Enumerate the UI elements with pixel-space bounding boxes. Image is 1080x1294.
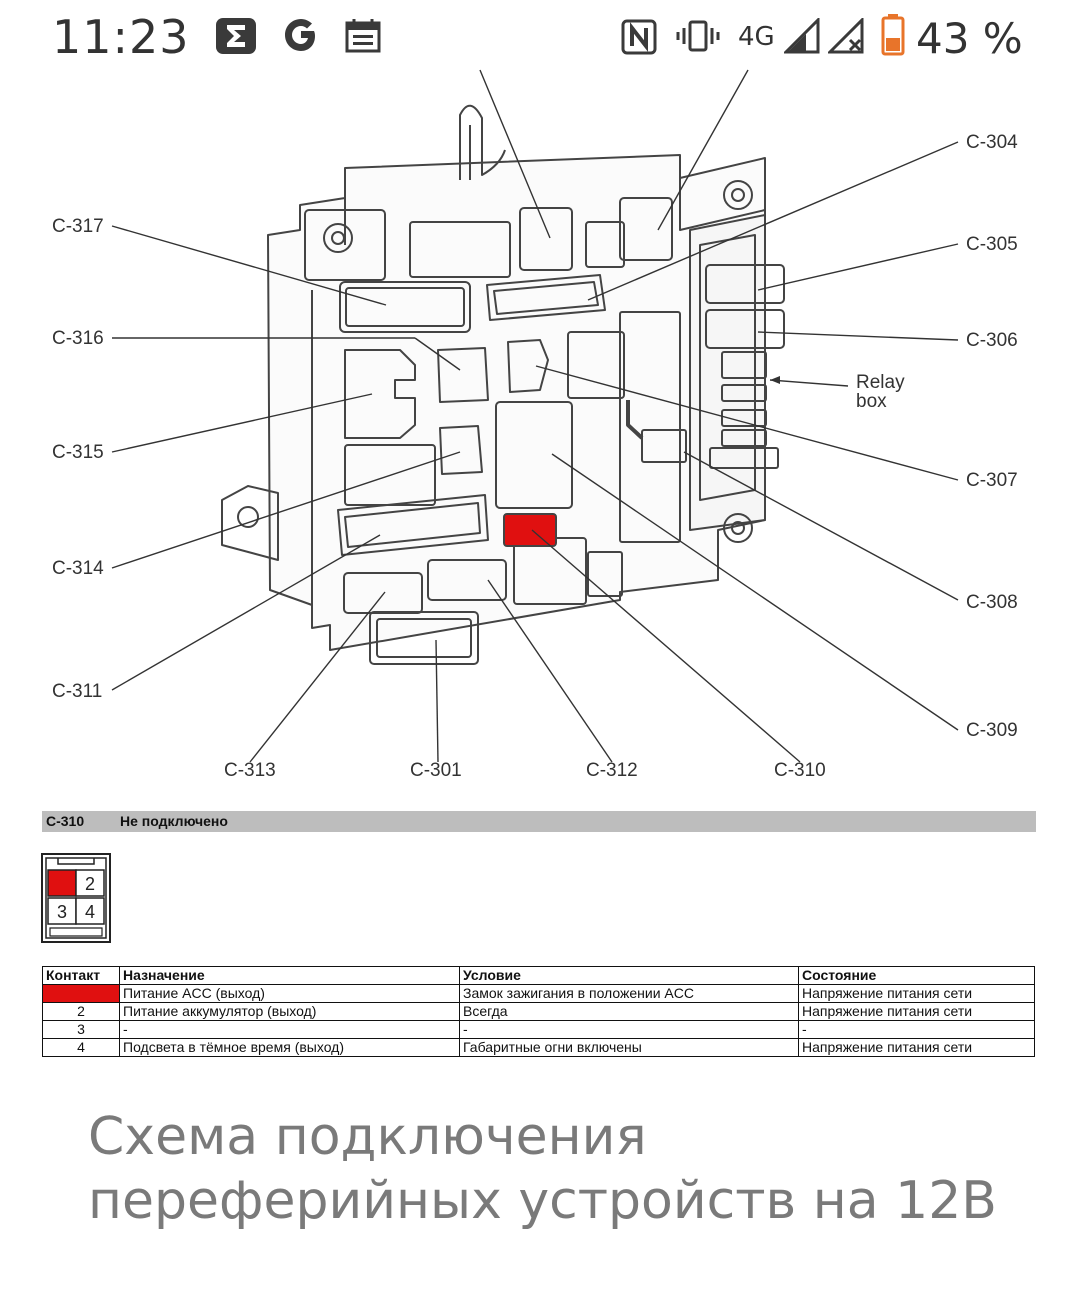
- image-caption: Схема подключения переферийных устройств…: [88, 1107, 997, 1231]
- label-relay-box-2: box: [856, 391, 887, 412]
- pin-3: 3: [57, 902, 67, 922]
- row-state: Напряжение питания сети: [798, 1002, 1035, 1021]
- label-c307: C-307: [966, 470, 1018, 491]
- row-pin: 3: [42, 1020, 120, 1039]
- row-purpose: Подсвета в тёмное время (выход): [119, 1038, 460, 1057]
- header-pin: Контакт: [42, 966, 120, 985]
- label-c312: C-312: [586, 760, 638, 781]
- label-c305: C-305: [966, 234, 1018, 255]
- row-condition: Всегда: [459, 1002, 799, 1021]
- connector-code: C-310: [46, 813, 85, 829]
- table-row: 3 - - -: [42, 1020, 1035, 1039]
- label-c314: C-314: [52, 558, 104, 579]
- fuse-box-diagram: C-317 C-316 C-315 C-314 C-311 C-304 C-30…: [52, 69, 1018, 781]
- label-relay-box-1: Relay: [856, 372, 905, 393]
- pin-2: 2: [85, 874, 95, 894]
- network-type: 4G: [738, 22, 775, 52]
- header-condition: Условие: [459, 966, 799, 985]
- connector-pinout: 1 2 3 4: [41, 853, 111, 943]
- label-c309: C-309: [966, 720, 1018, 741]
- nfc-icon: [621, 19, 657, 55]
- row-purpose: Питание аккумулятор (выход): [119, 1002, 460, 1021]
- row-state: Напряжение питания сети: [798, 984, 1035, 1003]
- connector-status: Не подключено: [120, 813, 228, 829]
- google-icon: [285, 19, 315, 51]
- table-row: 2 Питание аккумулятор (выход) Всегда Нап…: [42, 1002, 1035, 1021]
- label-c313: C-313: [224, 760, 276, 781]
- row-pin: 4: [42, 1038, 120, 1057]
- signal-no-data-icon: [828, 18, 864, 54]
- status-bar: 11:23 4G 43 %: [0, 0, 1080, 72]
- label-c301: C-301: [410, 760, 462, 781]
- label-c311: C-311: [52, 681, 102, 702]
- label-c315: C-315: [52, 442, 104, 463]
- clock: 11:23: [52, 10, 190, 64]
- row-condition: Замок зажигания в положении ACC: [459, 984, 799, 1003]
- row-purpose: -: [119, 1020, 460, 1039]
- header-state: Состояние: [798, 966, 1035, 985]
- pin-1: 1: [57, 874, 67, 894]
- signal-icon: [784, 18, 820, 54]
- sigma-app-icon: [216, 18, 256, 54]
- table-row: 1 Питание ACC (выход) Замок зажигания в …: [42, 984, 1035, 1003]
- label-c308: C-308: [966, 592, 1018, 613]
- row-state: Напряжение питания сети: [798, 1038, 1035, 1057]
- battery-low-icon: [881, 14, 905, 56]
- table-row: 4 Подсвета в тёмное время (выход) Габари…: [42, 1038, 1035, 1057]
- table-header-row: Контакт Назначение Условие Состояние: [42, 966, 1035, 985]
- vibrate-icon: [676, 20, 720, 52]
- label-c306: C-306: [966, 330, 1018, 351]
- connector-c310-highlight: [503, 513, 557, 547]
- row-pin: 1: [42, 984, 120, 1003]
- label-c316: C-316: [52, 328, 104, 349]
- row-condition: Габаритные огни включены: [459, 1038, 799, 1057]
- battery-percent: 43 %: [916, 14, 1023, 63]
- label-c310: C-310: [774, 760, 826, 781]
- pin-table: Контакт Назначение Условие Состояние 1 П…: [42, 966, 1035, 1057]
- row-purpose: Питание ACC (выход): [119, 984, 460, 1003]
- pin-4: 4: [85, 902, 95, 922]
- calendar-icon: [345, 19, 381, 53]
- label-c304: C-304: [966, 132, 1018, 153]
- row-condition: -: [459, 1020, 799, 1039]
- row-state: -: [798, 1020, 1035, 1039]
- row-pin: 2: [42, 1002, 120, 1021]
- header-purpose: Назначение: [119, 966, 460, 985]
- label-c317: C-317: [52, 216, 104, 237]
- connector-header-bar: C-310 Не подключено: [42, 811, 1036, 832]
